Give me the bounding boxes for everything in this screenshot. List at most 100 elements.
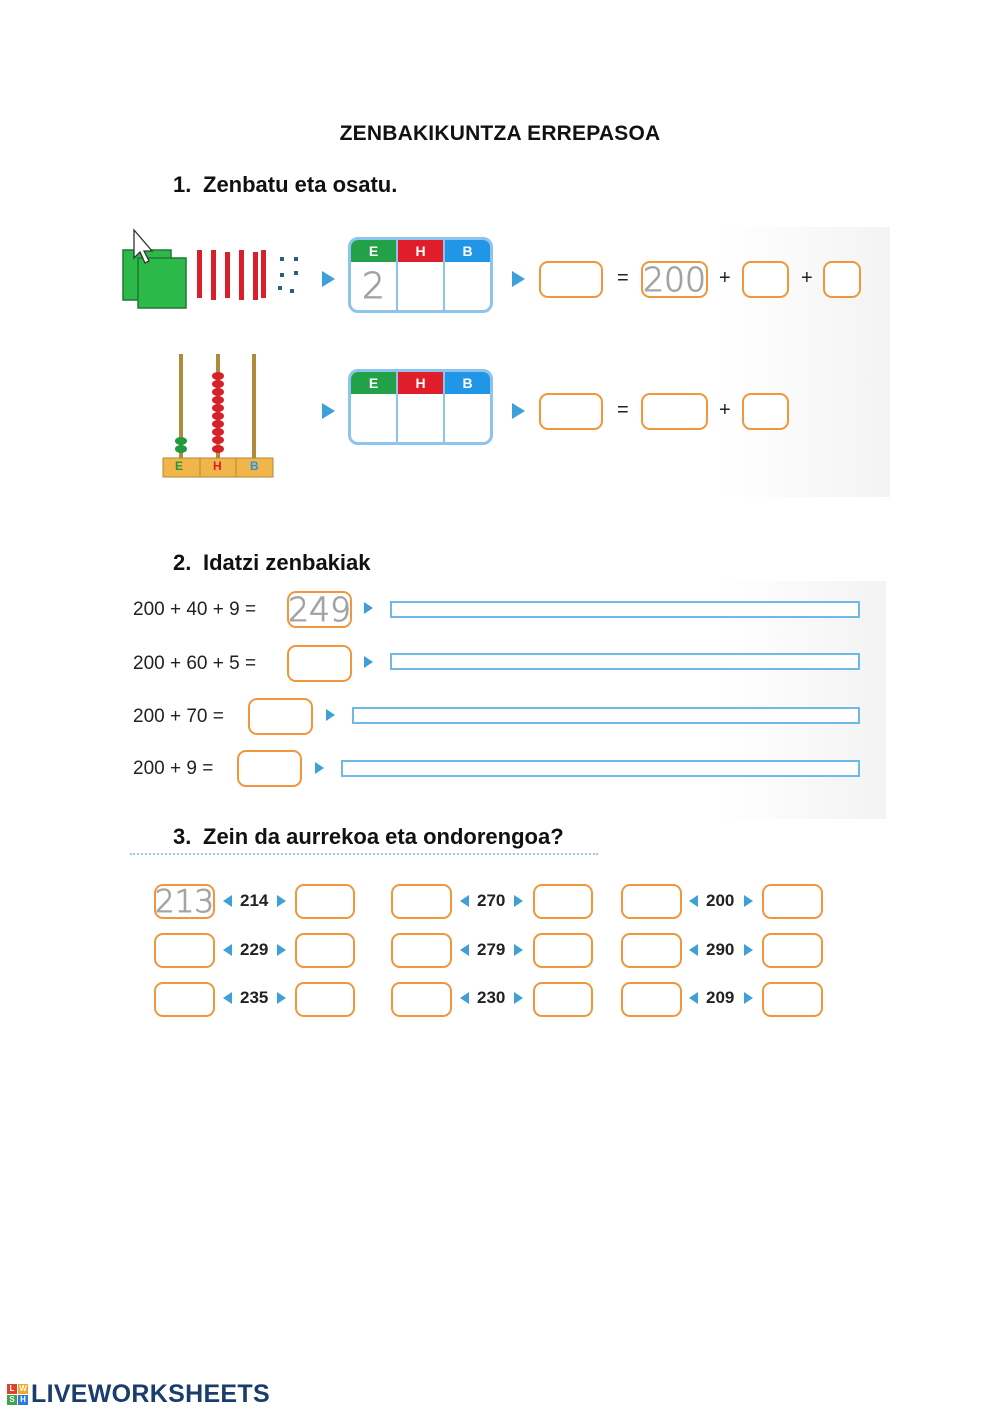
number-answer-box[interactable] bbox=[287, 645, 352, 682]
column-label-h: H bbox=[398, 240, 443, 262]
next-number-box[interactable] bbox=[762, 884, 823, 919]
place-value-cell-e[interactable]: 2 bbox=[362, 265, 386, 307]
arrow-right-icon bbox=[322, 403, 335, 419]
number-answer-box[interactable] bbox=[248, 698, 313, 735]
arrow-right-icon bbox=[364, 602, 373, 614]
previous-number-box[interactable] bbox=[621, 933, 682, 968]
number-answer-box: 249 bbox=[287, 590, 352, 630]
addition-expression: 200 + 70 = bbox=[133, 706, 224, 727]
exercise-3-heading: 3. Zein da aurrekoa eta ondorengoa? bbox=[173, 824, 564, 850]
previous-number-box[interactable] bbox=[621, 982, 682, 1017]
previous-number-box[interactable] bbox=[154, 982, 215, 1017]
given-number: 235 bbox=[240, 988, 269, 1007]
plus-sign: + bbox=[801, 267, 813, 289]
next-number-box[interactable] bbox=[762, 933, 823, 968]
exercise-2-heading: 2. Idatzi zenbakiak bbox=[173, 550, 371, 576]
arrow-right-icon bbox=[326, 709, 335, 721]
plus-sign: + bbox=[719, 399, 731, 421]
arrow-right-icon bbox=[364, 656, 373, 668]
liveworksheets-logo[interactable]: L W S H LIVEWORKSHEETS bbox=[7, 1380, 270, 1409]
column-label-b: B bbox=[445, 372, 490, 394]
place-value-cell-b[interactable] bbox=[445, 394, 490, 442]
next-number-box[interactable] bbox=[762, 982, 823, 1017]
given-number: 209 bbox=[706, 988, 735, 1007]
exercise-1-title: Zenbatu eta osatu. bbox=[203, 172, 398, 197]
ones-answer-box[interactable] bbox=[742, 393, 789, 430]
given-number: 230 bbox=[477, 988, 506, 1007]
next-number-box[interactable] bbox=[295, 884, 355, 919]
previous-number-box[interactable] bbox=[154, 933, 215, 968]
arrow-right-icon bbox=[277, 944, 286, 956]
column-label-h: H bbox=[398, 372, 443, 394]
next-number-box[interactable] bbox=[533, 884, 593, 919]
hundreds-given-box: 200 bbox=[641, 260, 708, 300]
exercise-2-number: 2. bbox=[173, 550, 192, 575]
arrow-right-icon bbox=[277, 992, 286, 1004]
arrow-right-icon bbox=[514, 992, 523, 1004]
next-number-box[interactable] bbox=[295, 982, 355, 1017]
number-words-input[interactable] bbox=[341, 760, 860, 777]
logo-grid-icon: L W S H bbox=[7, 1384, 28, 1405]
given-number: 270 bbox=[477, 891, 506, 910]
exercise-1-number: 1. bbox=[173, 172, 192, 197]
exercise-1-heading: 1. Zenbatu eta osatu. bbox=[173, 172, 397, 198]
arrow-left-icon bbox=[460, 895, 469, 907]
arrow-right-icon bbox=[512, 403, 525, 419]
arrow-right-icon bbox=[514, 944, 523, 956]
abacus-label-e: E bbox=[175, 459, 184, 473]
place-value-cell-e[interactable] bbox=[351, 394, 396, 442]
previous-number-box[interactable] bbox=[391, 884, 452, 919]
number-words-input[interactable] bbox=[390, 653, 860, 670]
arrow-right-icon bbox=[744, 895, 753, 907]
previous-number-box: 213 bbox=[154, 883, 215, 920]
place-value-cell-b[interactable] bbox=[445, 262, 490, 310]
logo-text: LIVEWORKSHEETS bbox=[31, 1380, 270, 1408]
number-words-input[interactable] bbox=[390, 601, 860, 618]
arrow-right-icon bbox=[277, 895, 286, 907]
arrow-right-icon bbox=[315, 762, 324, 774]
answer-number-box[interactable] bbox=[539, 261, 603, 298]
arrow-right-icon bbox=[512, 271, 525, 287]
addition-expression: 200 + 60 + 5 = bbox=[133, 653, 257, 674]
previous-number-box[interactable] bbox=[621, 884, 682, 919]
next-number-box[interactable] bbox=[533, 933, 593, 968]
exercise-3-title: Zein da aurrekoa eta ondorengoa? bbox=[203, 824, 564, 849]
place-value-cell-h[interactable] bbox=[398, 262, 443, 310]
place-value-table-1: E 2 H B bbox=[348, 237, 493, 313]
addition-expression: 200 + 9 = bbox=[133, 758, 214, 779]
column-label-e: E bbox=[351, 240, 396, 262]
arrow-left-icon bbox=[223, 895, 232, 907]
arrow-right-icon bbox=[514, 895, 523, 907]
ones-answer-box[interactable] bbox=[823, 261, 861, 298]
arrow-right-icon bbox=[744, 992, 753, 1004]
page-title: ZENBAKIKUNTZA ERREPASOA bbox=[339, 122, 661, 145]
equals-sign: = bbox=[617, 267, 629, 289]
answer-number-box[interactable] bbox=[539, 393, 603, 430]
arrow-right-icon bbox=[744, 944, 753, 956]
place-value-table-2: E H B bbox=[348, 369, 493, 445]
previous-number-box[interactable] bbox=[391, 933, 452, 968]
number-words-input[interactable] bbox=[352, 707, 860, 724]
arrow-left-icon bbox=[460, 992, 469, 1004]
place-value-cell-h[interactable] bbox=[398, 394, 443, 442]
abacus-label-h: H bbox=[213, 459, 222, 473]
number-answer-box[interactable] bbox=[237, 750, 302, 787]
equals-sign: = bbox=[617, 399, 629, 421]
tens-answer-box[interactable] bbox=[742, 261, 789, 298]
given-number: 290 bbox=[706, 940, 735, 959]
given-number: 200 bbox=[706, 891, 735, 910]
next-number-box[interactable] bbox=[295, 933, 355, 968]
previous-number-box[interactable] bbox=[391, 982, 452, 1017]
arrow-left-icon bbox=[223, 944, 232, 956]
base-ten-blocks-image bbox=[122, 228, 298, 309]
exercise-3-number: 3. bbox=[173, 824, 192, 849]
given-number: 279 bbox=[477, 940, 506, 959]
arrow-left-icon bbox=[460, 944, 469, 956]
column-label-e: E bbox=[351, 372, 396, 394]
hundreds-answer-box[interactable] bbox=[641, 393, 708, 430]
exercise-2-title: Idatzi zenbakiak bbox=[203, 550, 371, 575]
arrow-left-icon bbox=[689, 895, 698, 907]
arrow-left-icon bbox=[689, 944, 698, 956]
abacus-label-b: B bbox=[250, 459, 259, 473]
next-number-box[interactable] bbox=[533, 982, 593, 1017]
